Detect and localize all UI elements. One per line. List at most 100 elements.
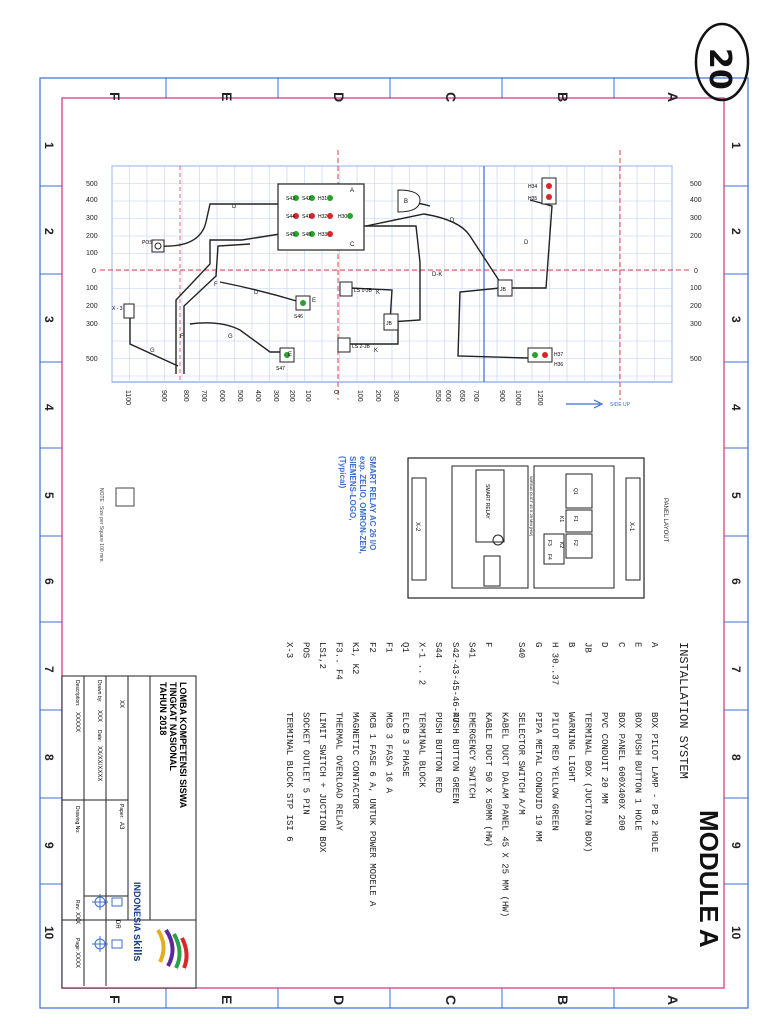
scale-tick: 500 bbox=[690, 356, 702, 363]
jb-label: JB bbox=[500, 287, 507, 293]
install-item-code: H 30..37 bbox=[549, 642, 559, 685]
install-item-desc: MCB 1 FASE 6 A, UNTUK POWER MODELE A bbox=[367, 712, 377, 907]
conduit-label: D-K bbox=[432, 272, 442, 278]
conduit-label: E bbox=[312, 298, 316, 304]
panel-part-label: SMART RELAY bbox=[484, 484, 490, 519]
scale-tick: 500 bbox=[236, 390, 243, 402]
install-item-code: D bbox=[599, 642, 609, 647]
scale-tick: 200 bbox=[86, 303, 98, 310]
install-item-code: LS1,2 bbox=[317, 642, 327, 669]
install-item-desc: BOX PUSH BUTTON 1 HOLE bbox=[632, 712, 642, 831]
title-block-label: Drawing No: bbox=[74, 806, 80, 834]
scale-tick: 300 bbox=[86, 321, 98, 328]
scale-tick: 100 bbox=[690, 285, 702, 292]
install-item-code: B bbox=[566, 642, 576, 648]
logo-text: skills bbox=[131, 934, 143, 962]
side-up-label: SIDE UP bbox=[610, 402, 631, 408]
column-number: 9 bbox=[729, 842, 743, 849]
conduit-routes bbox=[129, 199, 553, 374]
install-item-desc: PUSH BUTTON RED bbox=[433, 712, 443, 793]
scale-tick: 100 bbox=[356, 390, 363, 402]
title-block-label: Date: bbox=[96, 730, 102, 742]
junction-box-1: JB bbox=[383, 313, 399, 331]
scale-note: NOTE : Size per Square 100 mm. bbox=[98, 487, 135, 563]
box-lamp-label: H30 bbox=[338, 214, 347, 220]
scale-tick: 400 bbox=[86, 197, 98, 204]
install-item-desc: TERMINAL BLOCK STP ISI 6 bbox=[284, 712, 294, 842]
conduit-label: B bbox=[404, 199, 408, 205]
scale-tick: 100 bbox=[304, 390, 311, 402]
install-item-desc: TERMINAL BLOCK bbox=[417, 712, 427, 788]
row-letters-bottom: F E D C B A bbox=[107, 995, 681, 1005]
jb-label: JB bbox=[386, 321, 393, 327]
row-letter: B bbox=[555, 995, 571, 1005]
row-letter: B bbox=[555, 92, 571, 102]
title-block-label: Description: bbox=[74, 680, 80, 706]
row-letter: E bbox=[219, 995, 235, 1004]
terminal-x2 bbox=[411, 477, 427, 581]
install-item-desc: LIMIT SWITCH + JUCTION BOX bbox=[317, 712, 327, 853]
conduit-label: F bbox=[180, 334, 184, 340]
lamp-label: H34 bbox=[528, 184, 537, 190]
row-letter: C bbox=[443, 995, 459, 1005]
install-item-code: F3.. F4 bbox=[334, 642, 344, 680]
install-item-code: S41 bbox=[466, 642, 476, 658]
install-item-desc: MAGNETIC CONTACTOR bbox=[350, 712, 360, 810]
install-item-code: F2 bbox=[367, 642, 377, 653]
box-lamp-label: H33 bbox=[318, 232, 327, 238]
note-line: (Typical) bbox=[338, 456, 347, 489]
note-line: SMART RELAY AC 26 I/O bbox=[368, 456, 377, 550]
column-number: 8 bbox=[42, 754, 56, 761]
note-line: exp. ZELIO, OMRON-ZEN, bbox=[358, 456, 367, 554]
install-item-desc: PVC CONDUIT 20 MM bbox=[599, 712, 609, 804]
conduit-label: G bbox=[150, 348, 155, 354]
conduit-label: D bbox=[524, 240, 529, 246]
scale-tick: 1200 bbox=[536, 390, 543, 406]
warning-light: B bbox=[397, 189, 421, 213]
panel-part-label: F3 bbox=[546, 540, 552, 546]
installation-grid bbox=[100, 150, 690, 400]
title-block-label: Drawn by: bbox=[96, 680, 102, 703]
conduit-label: F bbox=[214, 282, 218, 288]
install-item-code: S44 bbox=[433, 642, 443, 658]
box-letter: A bbox=[350, 188, 354, 194]
conduit-label: D bbox=[254, 290, 259, 296]
limit-switch-1: LS 1-JB bbox=[339, 281, 372, 297]
module-title-text: MODULE A bbox=[694, 810, 724, 948]
left-scale: 500 400 300 200 100 0 100 200 300 500 bbox=[86, 181, 98, 363]
scale-tick: 600 bbox=[218, 390, 225, 402]
install-item-desc: SELECTOR SWITCH A/M bbox=[516, 712, 526, 815]
inner-frame bbox=[61, 97, 725, 989]
competition-line: TAHUN 2018 bbox=[158, 682, 168, 735]
button-s46: S46 bbox=[294, 295, 311, 320]
competition-line: TINGKAT NASIONAL bbox=[168, 682, 178, 771]
title-block-value: XX bbox=[118, 700, 124, 708]
row-letter: A bbox=[665, 995, 681, 1005]
install-item-code: X-1 .. 2 bbox=[417, 642, 427, 685]
panel-layout: PANEL LAYOUT X-1 X-2 Q1 F1 F2 K1 K2 F3 F… bbox=[407, 457, 668, 599]
install-item-code: F1 bbox=[383, 642, 393, 653]
install-item-desc: EMERGENCY SWITCH bbox=[466, 712, 476, 798]
installation-title: INSTALLATION SYSTEM bbox=[676, 642, 690, 779]
column-number: 5 bbox=[729, 492, 743, 499]
ls1-label: LS 1-JB bbox=[354, 288, 372, 294]
install-item-code: A bbox=[649, 642, 659, 648]
install-item-code: G bbox=[533, 642, 543, 647]
row-letter: F bbox=[107, 92, 123, 101]
box-button-label: S42 bbox=[302, 196, 311, 202]
column-number: 3 bbox=[729, 316, 743, 323]
title-block-value: XXXX bbox=[74, 952, 80, 968]
scale-tick: 200 bbox=[288, 390, 295, 402]
box-letter: C bbox=[350, 242, 355, 248]
ls2-label: LS 2-JB bbox=[352, 344, 370, 350]
title-block: LOMBA KOMPETENSI SISWA TINGKAT NASIONAL … bbox=[61, 675, 197, 989]
install-item-code: Q1 bbox=[400, 642, 410, 653]
scale-tick: 300 bbox=[690, 321, 702, 328]
s47-label: S47 bbox=[276, 366, 285, 372]
scale-tick: 0 bbox=[92, 268, 96, 275]
scale-tick: 900 bbox=[498, 390, 505, 402]
scale-tick: 100 bbox=[86, 250, 98, 257]
column-number: 10 bbox=[729, 926, 743, 940]
column-dividers bbox=[40, 185, 748, 885]
